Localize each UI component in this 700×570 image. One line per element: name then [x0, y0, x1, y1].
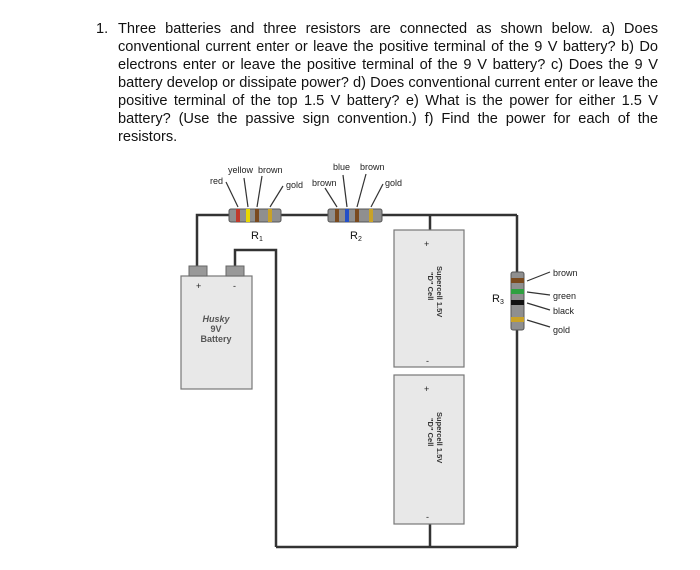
- r2-band-label-1: brown: [312, 178, 337, 188]
- r1-band-3: [255, 209, 259, 222]
- r1-band-label-3: brown: [258, 165, 283, 175]
- circuit-wires: [195, 213, 519, 549]
- r1-label: R1: [251, 230, 263, 243]
- r2-leader-lines: [324, 173, 384, 208]
- battery-9v: + - Husky 9V Battery: [180, 265, 253, 390]
- resistor-r1: red yellow brown gold R1: [210, 165, 303, 243]
- problem-number: 1.: [96, 21, 109, 37]
- battery-9v-plus-sign: +: [196, 281, 201, 291]
- cell-top-minus-sign: -: [426, 356, 429, 366]
- cell-bottom-plus-sign: +: [424, 384, 429, 394]
- r3-band-1: [511, 278, 524, 283]
- r2-label: R2: [350, 230, 362, 243]
- r3-band-label-1: brown: [553, 268, 578, 278]
- wire-9v-to-r1: [195, 213, 230, 270]
- r2-band-label-3: brown: [360, 162, 385, 172]
- r1-band-4: [268, 209, 272, 222]
- resistor-r2: brown blue brown gold R2: [312, 162, 402, 243]
- r1-band-label-4: gold: [286, 180, 303, 190]
- battery-9v-type: Battery: [200, 334, 231, 344]
- r1-leader-lines: [225, 175, 284, 208]
- cell-top-plus-sign: +: [424, 239, 429, 249]
- r1-band-2: [246, 209, 250, 222]
- battery-9v-minus-sign: -: [233, 281, 236, 291]
- r3-band-label-2: green: [553, 291, 576, 301]
- cell-bottom: + - Supercell 1.5V "D" Cell: [393, 374, 465, 525]
- r3-label: R3: [492, 293, 504, 306]
- cell-top-body: [393, 229, 465, 368]
- cell-bottom-label: Supercell 1.5V: [435, 412, 444, 463]
- r1-band-label-1: red: [210, 176, 223, 186]
- battery-9v-voltage: 9V: [210, 324, 221, 334]
- r3-band-2: [511, 289, 524, 294]
- resistor-r3: brown green black gold R3: [492, 268, 578, 335]
- r2-band-label-2: blue: [333, 162, 350, 172]
- cell-bottom-minus-sign: -: [426, 512, 429, 522]
- r3-leader-lines: [526, 271, 551, 328]
- r2-band-4: [369, 209, 373, 222]
- problem-text: Three batteries and three resistors are …: [118, 21, 658, 145]
- cell-top: + - Supercell 1.5V "D" Cell: [393, 229, 465, 368]
- battery-9v-minus-terminal: [225, 265, 245, 277]
- wire-9v-minus: [233, 248, 278, 547]
- cell-bottom-body: [393, 374, 465, 525]
- r1-band-1: [236, 209, 240, 222]
- battery-9v-plus-terminal: [188, 265, 208, 277]
- problem-statement: 1. Three batteries and three resistors a…: [96, 20, 658, 146]
- r1-band-label-2: yellow: [228, 165, 254, 175]
- r3-band-3: [511, 300, 524, 305]
- battery-9v-body: [180, 275, 253, 390]
- cell-bottom-sublabel: "D" Cell: [426, 418, 435, 446]
- r2-band-1: [335, 209, 339, 222]
- cell-top-sublabel: "D" Cell: [426, 272, 435, 300]
- battery-9v-brand: Husky: [202, 314, 230, 324]
- r2-band-3: [355, 209, 359, 222]
- r3-band-4: [511, 317, 524, 322]
- r2-band-2: [345, 209, 349, 222]
- cell-top-label: Supercell 1.5V: [435, 266, 444, 317]
- r2-band-label-4: gold: [385, 178, 402, 188]
- r3-band-label-3: black: [553, 306, 575, 316]
- r3-band-label-4: gold: [553, 325, 570, 335]
